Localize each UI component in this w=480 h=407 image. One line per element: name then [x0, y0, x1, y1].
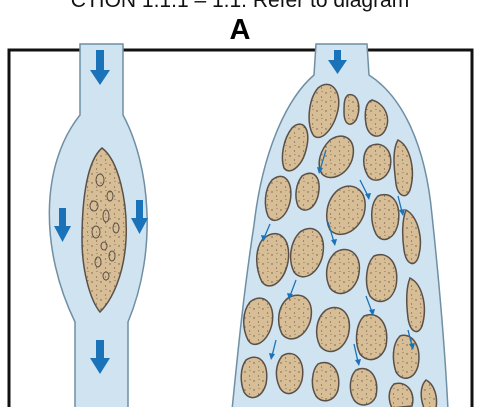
river-diagram	[0, 0, 480, 407]
